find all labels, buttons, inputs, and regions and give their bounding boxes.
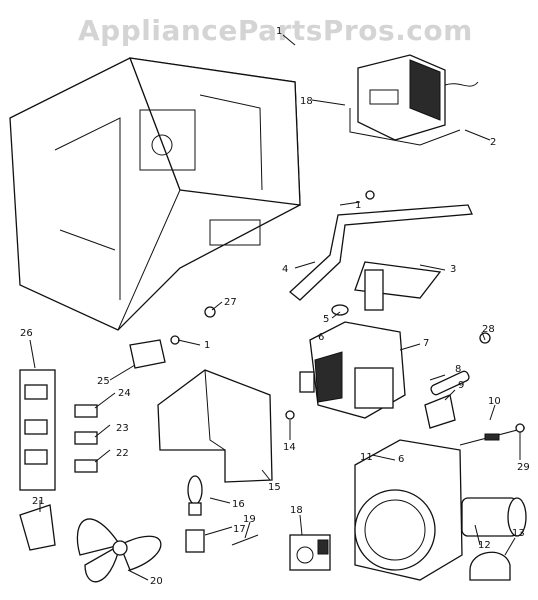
callout-1: 1 <box>355 200 361 211</box>
thermal-cutout <box>331 304 349 316</box>
callout-8: 8 <box>455 364 461 375</box>
callout-18-upper: 18 <box>300 96 313 107</box>
callout-1-lower: 1 <box>204 340 210 351</box>
callout-19: 19 <box>243 514 256 525</box>
callout-26: 26 <box>20 328 33 339</box>
callout-1-upper: 1 <box>276 26 282 37</box>
callout-28: 28 <box>482 324 495 335</box>
callout-9: 9 <box>458 380 464 391</box>
capacitor-bracket <box>469 551 511 581</box>
callout-13: 13 <box>512 528 525 539</box>
fan-blade <box>76 518 162 583</box>
callout-11: 11 <box>360 452 373 463</box>
air-duct <box>157 369 273 483</box>
callout-10: 10 <box>488 396 501 407</box>
callout-24: 24 <box>118 388 131 399</box>
callout-14: 14 <box>283 442 296 453</box>
callout-4: 4 <box>282 264 288 275</box>
callout-2: 2 <box>490 137 496 148</box>
fan-motor <box>289 534 331 571</box>
leader-lines <box>29 34 521 581</box>
lamp-and-socket <box>185 475 205 553</box>
transformer <box>349 54 479 146</box>
callout-5: 5 <box>323 314 329 325</box>
fuse-and-holder <box>424 370 470 429</box>
oven-cavity-chassis <box>9 57 301 331</box>
callout-6: 6 <box>318 332 324 343</box>
callout-25: 25 <box>97 376 110 387</box>
callout-17: 17 <box>233 524 246 535</box>
callout-21: 21 <box>32 496 45 507</box>
callout-22: 22 <box>116 448 129 459</box>
callout-15: 15 <box>268 482 281 493</box>
callout-20: 20 <box>150 576 163 587</box>
callout-7: 7 <box>423 338 429 349</box>
watermark: AppliancePartsPros.com <box>78 14 473 47</box>
latch-bracket <box>129 339 166 369</box>
callout-16: 16 <box>232 499 245 510</box>
callout-27: 27 <box>224 297 237 308</box>
bracket-and-plate <box>289 204 473 311</box>
fan-housing <box>354 439 463 581</box>
callout-29: 29 <box>517 462 530 473</box>
interlock-switches <box>74 404 98 473</box>
callout-6-lower: 6 <box>398 454 404 465</box>
callout-3: 3 <box>450 264 456 275</box>
callout-23: 23 <box>116 423 129 434</box>
callout-18: 18 <box>290 505 303 516</box>
screws <box>170 190 525 546</box>
callout-labels: 1 2 3 4 5 6 7 8 9 10 11 12 13 14 15 16 1… <box>20 26 530 587</box>
callout-12: 12 <box>478 540 491 551</box>
magnetron <box>299 321 406 419</box>
diode <box>459 427 526 446</box>
switch-panel <box>19 369 56 551</box>
